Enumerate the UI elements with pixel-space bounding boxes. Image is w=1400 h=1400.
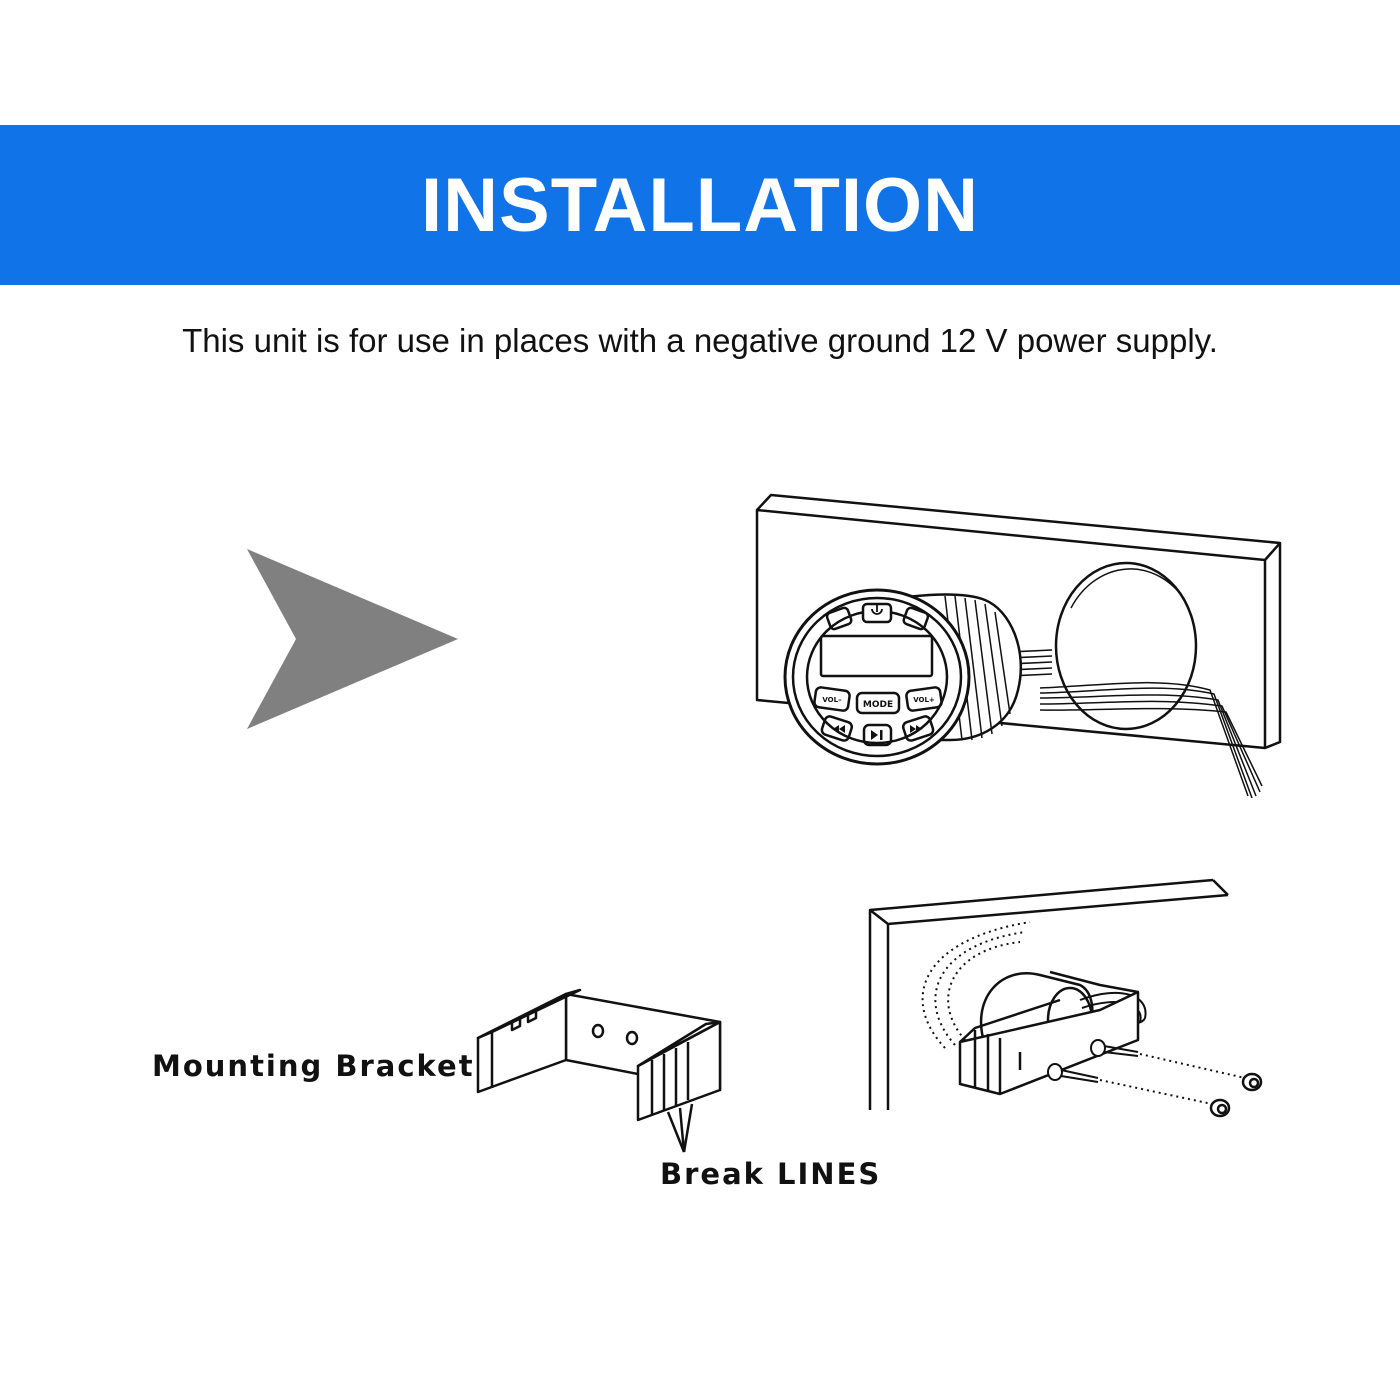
break-lines-label: Break LINES — [660, 1157, 881, 1191]
mounting-bracket-illustration — [476, 988, 722, 1122]
title-banner: INSTALLATION — [0, 125, 1400, 285]
mode-label: MODE — [863, 700, 893, 710]
play-pause-button — [862, 723, 893, 747]
vol-up-label: VOL+ — [913, 696, 935, 704]
vol-down-label: VOL– — [822, 696, 842, 704]
vol-down-button — [813, 686, 851, 712]
break-lines-pointer — [666, 1103, 694, 1153]
intro-text: This unit is for use in places with a ne… — [182, 322, 1218, 359]
play-pause-icon — [871, 730, 883, 740]
page-title: INSTALLATION — [421, 162, 979, 248]
mounting-bracket-label: Mounting Bracket — [152, 1049, 475, 1083]
previous-icon — [833, 725, 845, 733]
next-button — [901, 715, 935, 742]
bracket-install-illustration — [868, 878, 1263, 1118]
next-icon — [910, 725, 922, 733]
power-icon — [871, 605, 883, 615]
power-button — [861, 602, 893, 624]
bt-button — [902, 606, 930, 631]
vol-up-button — [905, 686, 943, 712]
eq-button — [825, 606, 853, 631]
previous-button — [820, 715, 854, 742]
panel-mount-illustration — [755, 493, 1282, 799]
play-arrow-icon — [247, 549, 458, 729]
mode-button — [855, 691, 901, 715]
unit-display — [819, 634, 934, 678]
